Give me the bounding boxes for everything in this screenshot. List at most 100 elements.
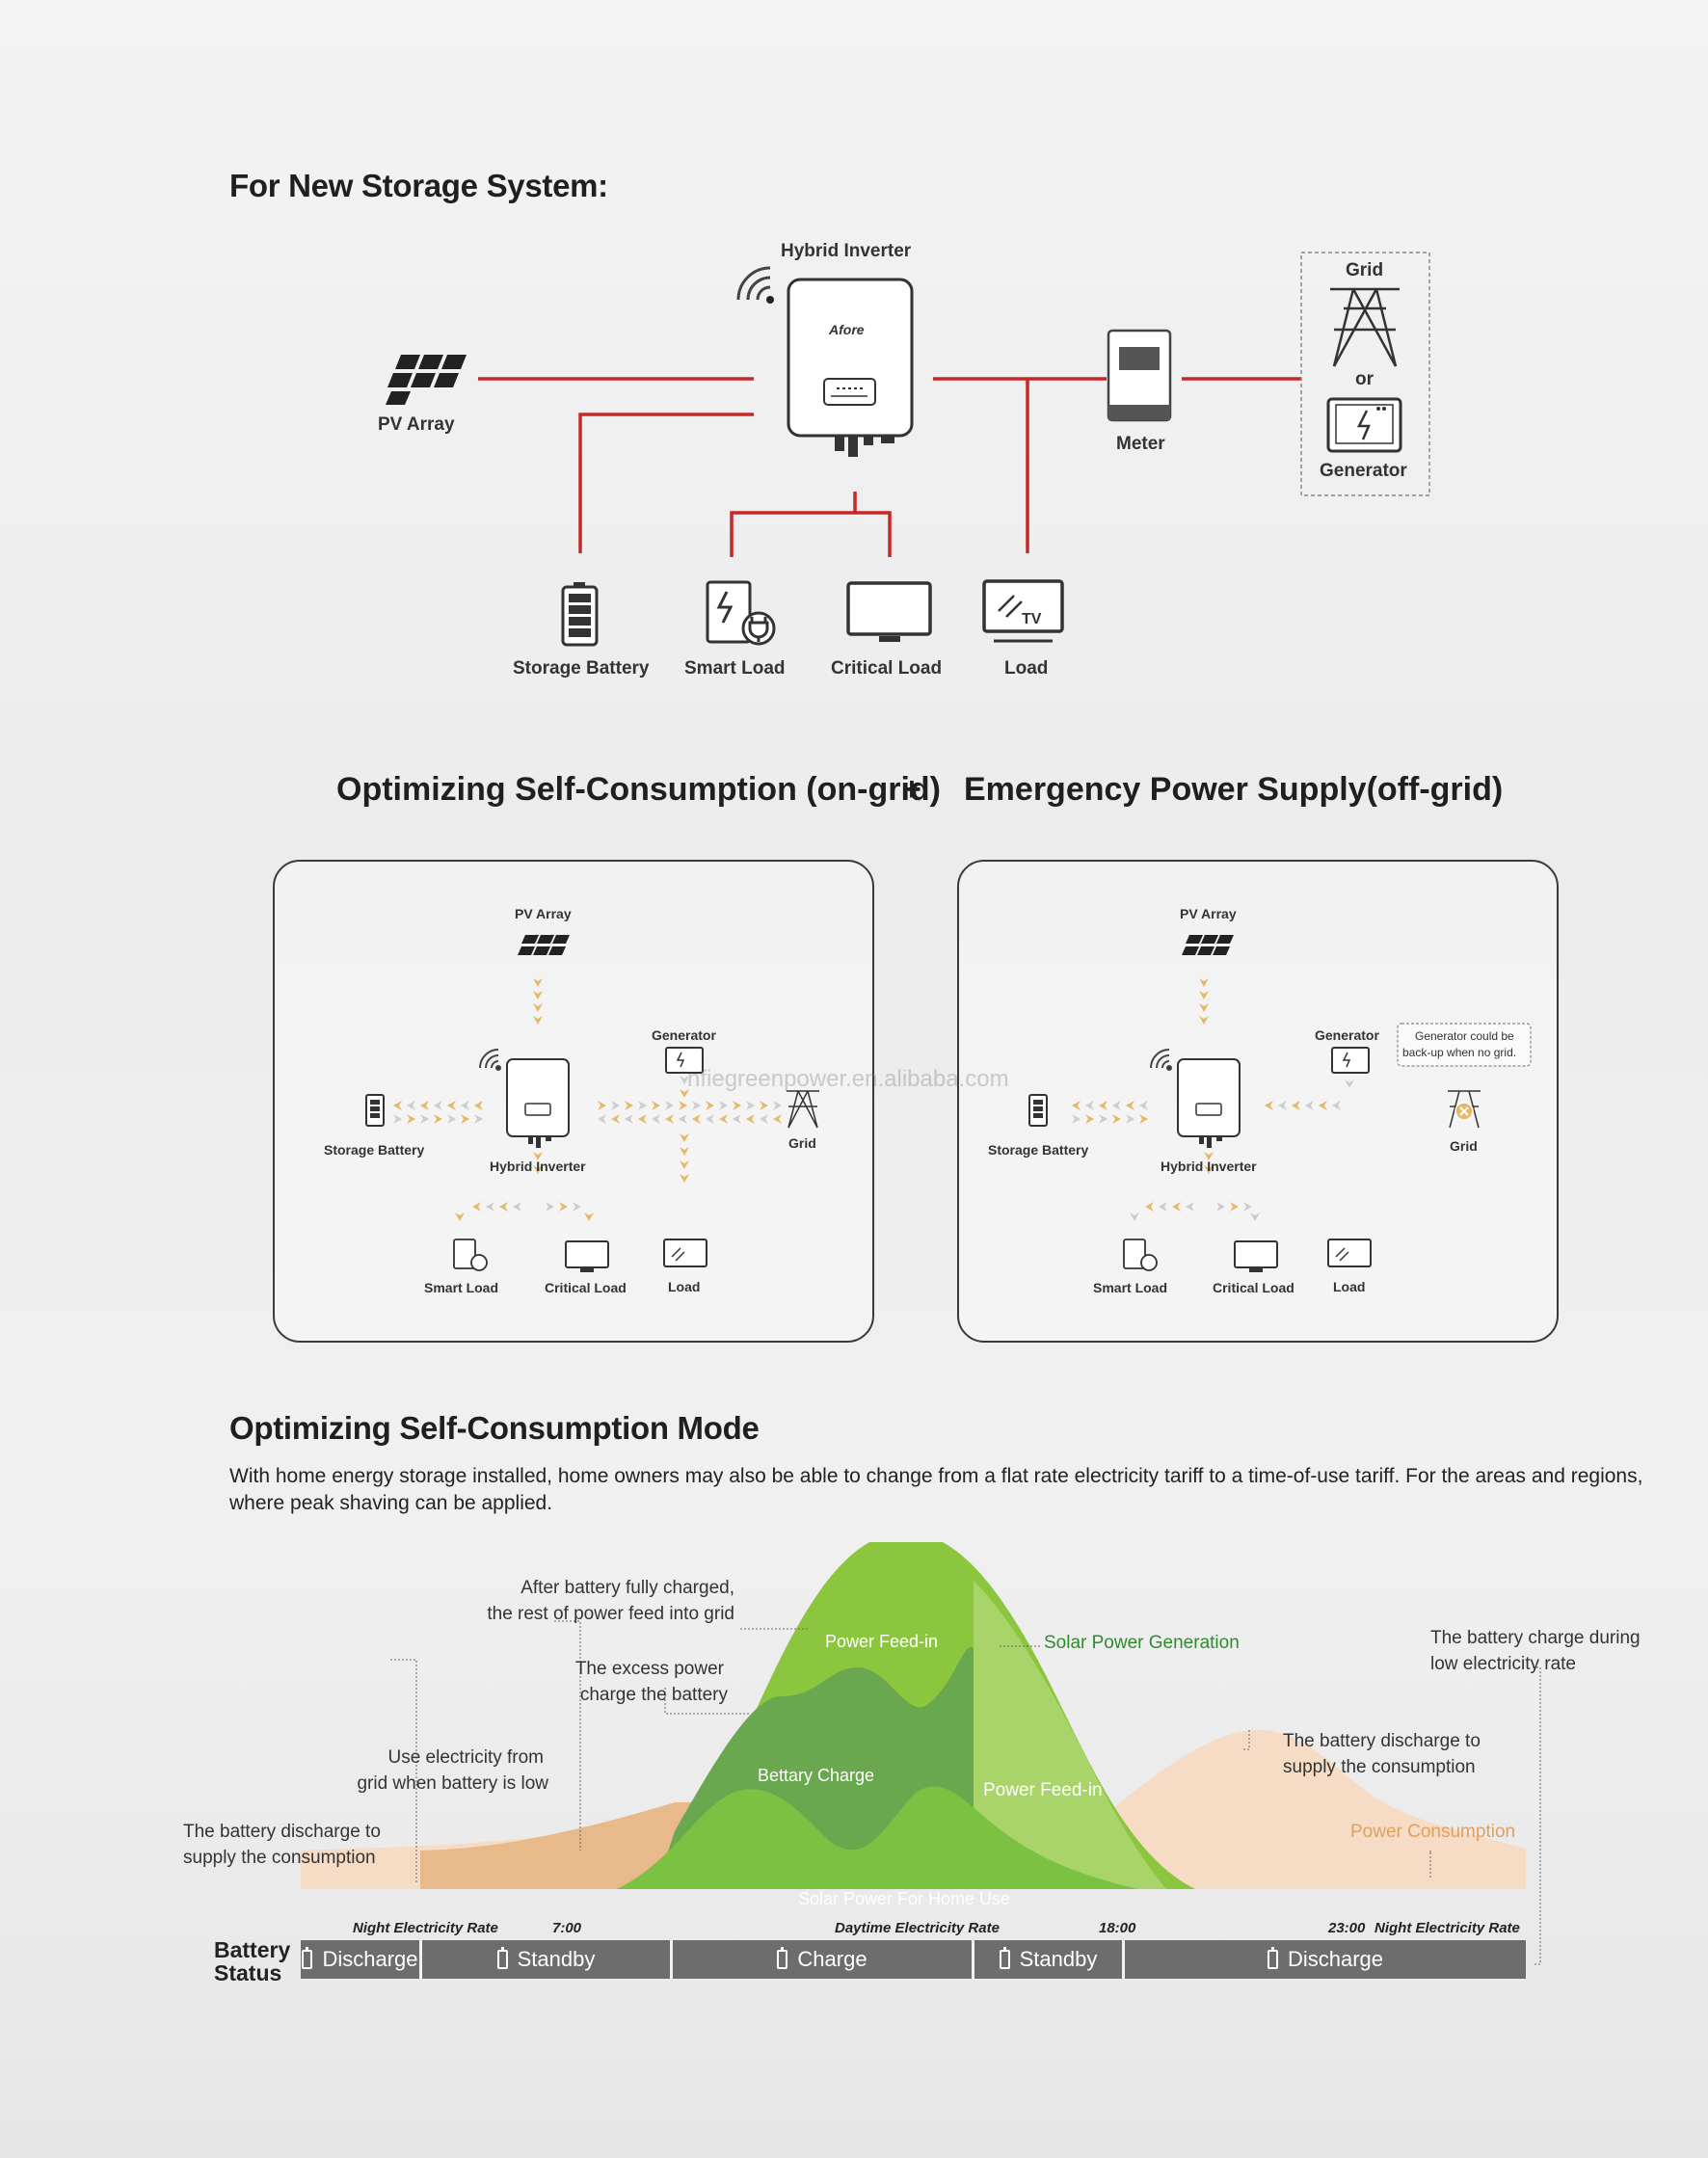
on-grid-pv-icon (518, 935, 570, 955)
self-consumption-title: Optimizing Self-Consumption Mode (229, 1410, 760, 1446)
off-grid-tv-icon (1327, 1239, 1372, 1267)
off-grid-smart-load-icon (1123, 1239, 1158, 1271)
generator-note-line-2: back-up when no grid. (1402, 1046, 1517, 1059)
battery-status-label: Battery Status (214, 1938, 290, 1985)
meter-icon (1107, 329, 1172, 422)
battery-icon (496, 1947, 508, 1969)
off-grid-label-grid: Grid (1450, 1138, 1478, 1154)
status-label: Charge (797, 1947, 867, 1971)
label-or: or (1355, 369, 1374, 389)
annotation-discharge-left-2: supply the consumption (183, 1848, 376, 1868)
label-solar-home-use: Solar Power For Home Use (798, 1889, 1011, 1908)
battery-icon (1267, 1947, 1278, 1969)
watermark: nfiegreenpower.en.alibaba.com (687, 1066, 1009, 1092)
on-grid-title: Optimizing Self-Consumption (on-grid) (336, 771, 942, 808)
system-diagram: TV (386, 252, 1430, 647)
annotation-grid-low-2: grid when battery is low (357, 1773, 548, 1794)
battery-status-label-1: Battery (214, 1937, 291, 1962)
on-grid-flow-pv (533, 978, 543, 1025)
on-grid-critical-load-icon (565, 1240, 609, 1272)
on-grid-label-smart-load: Smart Load (424, 1280, 499, 1295)
off-grid-label-generator: Generator (1315, 1027, 1379, 1043)
battery-icon (302, 1947, 313, 1969)
annotation-charge-low-2: low electricity rate (1430, 1654, 1576, 1674)
on-grid-inverter-icon (479, 1049, 570, 1148)
solar-panel-icon (386, 355, 467, 405)
on-grid-flow-battery (393, 1101, 483, 1124)
label-battery-charge: Bettary Charge (758, 1766, 875, 1785)
off-grid-label-load: Load (1333, 1279, 1366, 1294)
section-title-new-storage: For New Storage System: (229, 168, 608, 203)
status-label: Standby (1019, 1947, 1098, 1971)
hybrid-inverter-icon (787, 278, 914, 457)
annotation-leaders (390, 1620, 1541, 1965)
off-grid-battery-icon (1028, 1094, 1048, 1127)
label-daytime-rate: Daytime Electricity Rate (835, 1920, 1000, 1936)
off-grid-flow-generator (1265, 1079, 1354, 1110)
on-grid-tower-icon (787, 1090, 819, 1129)
off-grid-flow-pv (1199, 978, 1209, 1025)
annotation-grid-low-1: Use electricity from (387, 1747, 544, 1768)
battery-icon (777, 1947, 788, 1969)
annotation-fully-charged-2: the rest of power feed into grid (487, 1604, 734, 1624)
label-load: Load (1004, 658, 1049, 679)
label-night-rate-right: Night Electricity Rate (1374, 1920, 1520, 1936)
on-grid-smart-load-icon (453, 1239, 488, 1271)
label-night-rate-left: Night Electricity Rate (353, 1920, 498, 1936)
status-segment-standby-2: Standby (974, 1940, 1125, 1979)
annotation-discharge-left-1: The battery discharge to (183, 1822, 381, 1842)
battery-status-bar: Discharge Standby Charge Standby Dischar… (301, 1940, 1526, 1979)
battery-icon (561, 582, 599, 647)
annotation-fully-charged-1: After battery fully charged, (520, 1578, 734, 1598)
label-pv-array: PV Array (378, 414, 455, 435)
self-consumption-chart (301, 1542, 1541, 1965)
label-power-feed-in-top: Power Feed-in (825, 1632, 939, 1651)
on-grid-label-load: Load (668, 1279, 701, 1294)
status-segment-discharge-2: Discharge (1125, 1940, 1526, 1979)
generator-icon (1326, 397, 1402, 453)
label-hybrid-inverter: Hybrid Inverter (781, 241, 912, 261)
off-grid-label-inverter: Hybrid Inverter (1161, 1159, 1257, 1174)
power-feed-in-area (974, 1581, 1166, 1889)
off-grid-critical-load-icon (1234, 1240, 1278, 1272)
label-time-23: 23:00 (1328, 1920, 1366, 1936)
label-power-feed-in-right: Power Feed-in (983, 1780, 1103, 1800)
label-critical-load: Critical Load (831, 658, 943, 679)
status-segment-charge: Charge (673, 1940, 974, 1979)
status-label: Standby (517, 1947, 596, 1971)
on-grid-label-pv: PV Array (515, 906, 572, 921)
status-segment-standby-1: Standby (422, 1940, 673, 1979)
critical-load-icon (846, 581, 932, 642)
on-grid-tv-icon (663, 1239, 707, 1267)
status-label: Discharge (322, 1947, 418, 1971)
mode-diagrams (365, 935, 1532, 1272)
wifi-icon (736, 266, 774, 304)
on-grid-label-critical-load: Critical Load (545, 1280, 627, 1295)
off-grid-pv-icon (1182, 935, 1234, 955)
self-consumption-paragraph: With home energy storage installed, home… (229, 1465, 1643, 1514)
tv-text: TV (1022, 611, 1042, 627)
tv-load-icon: TV (982, 579, 1064, 643)
on-grid-label-generator: Generator (652, 1027, 716, 1043)
battery-status-label-2: Status (214, 1960, 282, 1985)
on-grid-label-battery: Storage Battery (324, 1142, 425, 1158)
grid-use-area (420, 1802, 694, 1889)
legend-solar-generation: Solar Power Generation (1044, 1633, 1240, 1653)
inverter-brand-logo: Afore (829, 322, 865, 337)
off-grid-title: Emergency Power Supply(off-grid) (964, 771, 1504, 808)
on-grid-label-grid: Grid (788, 1135, 816, 1151)
label-grid: Grid (1346, 260, 1384, 280)
off-grid-label-battery: Storage Battery (988, 1142, 1089, 1158)
generator-note-line-1: Generator could be (1415, 1029, 1514, 1043)
off-grid-flow-battery (1072, 1101, 1148, 1124)
status-segment-discharge-1: Discharge (301, 1940, 422, 1979)
off-grid-generator-icon (1331, 1047, 1370, 1074)
label-time-7: 7:00 (552, 1920, 582, 1936)
annotation-excess-1: The excess power (574, 1659, 724, 1679)
home-use-area (617, 1786, 1137, 1889)
off-grid-label-pv: PV Array (1180, 906, 1237, 921)
annotation-discharge-right-1: The battery discharge to (1283, 1731, 1481, 1751)
grid-generator-box (1300, 252, 1430, 496)
smart-load-icon (706, 580, 776, 646)
label-smart-load: Smart Load (684, 658, 786, 679)
